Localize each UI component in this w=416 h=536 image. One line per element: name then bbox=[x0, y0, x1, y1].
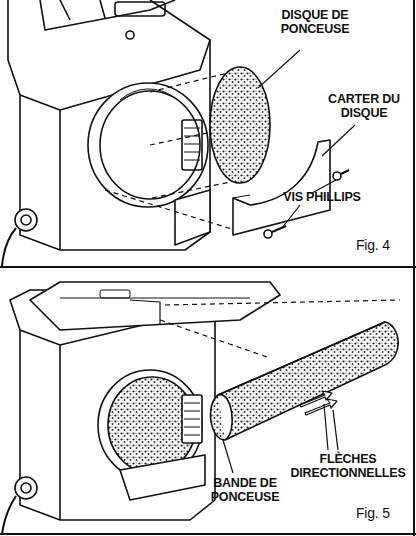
part-label: BANDE DE PONCEUSE bbox=[190, 476, 300, 504]
part-label: CARTER DU DISQUE bbox=[318, 92, 410, 120]
part-label: VIS PHILLIPS bbox=[262, 190, 382, 204]
figure-number: Fig. 5 bbox=[356, 506, 410, 522]
part-label: FLÈCHES DIRECTIONNELLES bbox=[286, 452, 410, 480]
figure-number: Fig. 4 bbox=[356, 238, 410, 254]
part-label: DISQUE DE PONCEUSE bbox=[255, 8, 375, 36]
